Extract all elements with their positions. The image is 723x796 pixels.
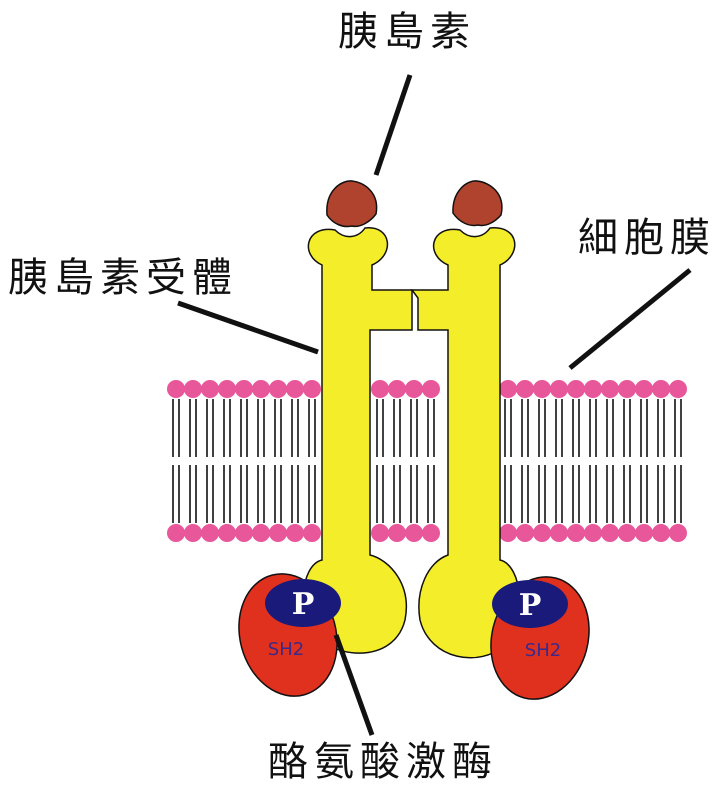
lipid-head (499, 524, 517, 542)
lipid-head (388, 524, 406, 542)
cell-membrane (167, 380, 687, 542)
lipid-head (371, 380, 389, 398)
lipid-head (652, 524, 670, 542)
lipid-head (201, 524, 219, 542)
lipid-head (618, 524, 636, 542)
lipid-head (405, 524, 423, 542)
insulin-molecule-left (327, 181, 377, 227)
lipid-head (286, 524, 304, 542)
insulin-molecule-right (453, 181, 502, 226)
lipid-head (533, 380, 551, 398)
lipid-head (601, 380, 619, 398)
lipid-head (618, 380, 636, 398)
lipid-head (567, 380, 585, 398)
lipid-head (269, 380, 287, 398)
lipid-head (303, 524, 321, 542)
lipid-head (533, 524, 551, 542)
lipid-head (218, 524, 236, 542)
lipid-head (218, 380, 236, 398)
sh2-left-label: SH2 (268, 639, 304, 660)
lipid-head (269, 524, 287, 542)
lipid-head (371, 524, 389, 542)
lipid-head (252, 524, 270, 542)
label-insulin-receptor: 胰島素受體 (8, 258, 238, 298)
label-cell-membrane: 細胞膜 (578, 218, 716, 258)
lipid-head (635, 524, 653, 542)
lipid-head (652, 380, 670, 398)
lipid-head (499, 380, 517, 398)
pointer-receptor (178, 303, 318, 352)
pointer-membrane (570, 270, 690, 368)
label-tyrosine-kinase: 酪氨酸激酶 (268, 742, 498, 782)
lipid-head (252, 380, 270, 398)
lipid-head (422, 380, 440, 398)
lipid-head (635, 380, 653, 398)
lipid-head (584, 380, 602, 398)
phosphate-left-label: P (292, 587, 315, 622)
lipid-head (167, 524, 185, 542)
lipid-head (388, 380, 406, 398)
lipid-head (601, 524, 619, 542)
lipid-head (550, 524, 568, 542)
sh2-right-label: SH2 (525, 640, 561, 661)
lipid-head (235, 524, 253, 542)
label-insulin: 胰島素 (338, 12, 476, 52)
lipid-head (422, 524, 440, 542)
phosphate-right-label: P (519, 588, 542, 623)
lipid-head (201, 380, 219, 398)
lipid-head (235, 380, 253, 398)
lipid-head (669, 524, 687, 542)
lipid-head (567, 524, 585, 542)
lipid-head (405, 380, 423, 398)
lipid-head (303, 380, 321, 398)
lipid-head (286, 380, 304, 398)
lipid-head (550, 380, 568, 398)
lipid-head (669, 380, 687, 398)
lipid-head (184, 524, 202, 542)
lipid-head (167, 380, 185, 398)
lipid-head (516, 524, 534, 542)
lipid-head (584, 524, 602, 542)
lipid-head (516, 380, 534, 398)
lipid-head (184, 380, 202, 398)
pointer-insulin (376, 75, 410, 175)
